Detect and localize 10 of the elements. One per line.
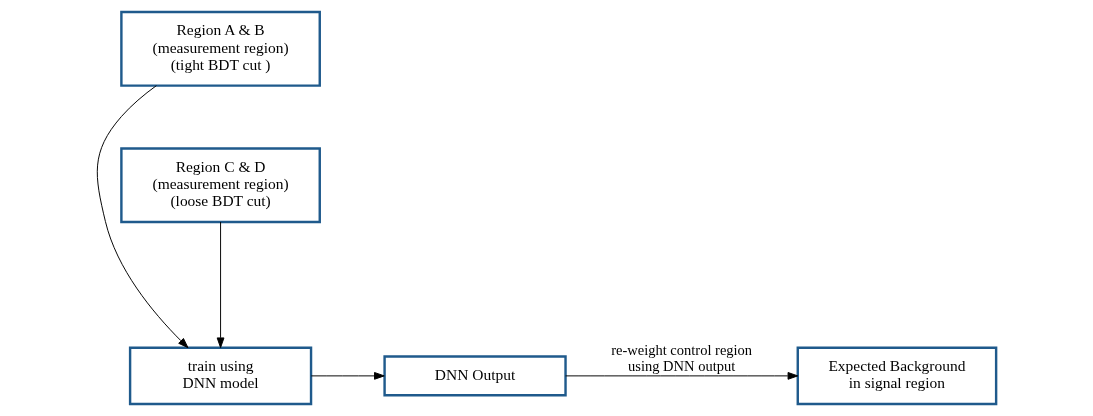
node-box: train using DNN model: [128, 346, 313, 406]
edge-label: re-weight control region using DNN output: [611, 341, 753, 375]
arrow: [216, 221, 225, 349]
arrow: [310, 372, 385, 380]
node-box: Region C & D (measurement region) (loose BDT cut): [120, 147, 321, 224]
arrow: [96, 85, 189, 349]
arrow: [565, 372, 799, 380]
node-box: Region A & B (measurement region) (tight BDT cut ): [120, 10, 321, 87]
node-box: Expected Background in signal region: [796, 346, 998, 406]
node-box: DNN Output: [383, 355, 567, 397]
